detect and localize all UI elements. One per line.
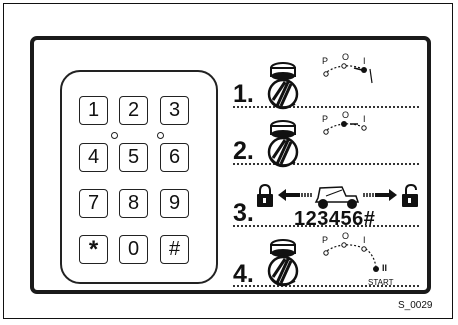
key-3[interactable]: 3 bbox=[160, 96, 189, 125]
lock-vehicle-diagram bbox=[257, 183, 418, 209]
svg-text:O: O bbox=[342, 110, 349, 120]
led-left-indicator bbox=[111, 132, 118, 139]
instruction-panel: 1 2 3 4 5 6 7 8 9 * 0 # 1. 2. 3. 4. P O … bbox=[30, 36, 431, 294]
step-4-number: 4. bbox=[233, 260, 254, 288]
led-right-indicator bbox=[157, 132, 164, 139]
unlock-code-text: 123456# bbox=[294, 208, 376, 230]
svg-text:I: I bbox=[363, 235, 366, 245]
ignition-key-icon bbox=[267, 62, 299, 110]
key-1[interactable]: 1 bbox=[79, 96, 108, 125]
key-0[interactable]: 0 bbox=[119, 235, 148, 264]
key-8[interactable]: 8 bbox=[119, 189, 148, 218]
svg-text:O: O bbox=[342, 231, 349, 241]
separator-4 bbox=[233, 285, 419, 287]
unlocked-padlock-icon bbox=[402, 183, 418, 207]
svg-text:P: P bbox=[322, 114, 328, 124]
step-3-number: 3. bbox=[233, 199, 254, 227]
key-6[interactable]: 6 bbox=[160, 143, 189, 172]
svg-text:START: START bbox=[368, 278, 394, 287]
utility-vehicle-icon bbox=[314, 186, 360, 209]
start-switch-dial-icon: P O I II START bbox=[322, 231, 394, 287]
key-7[interactable]: 7 bbox=[79, 189, 108, 218]
switch-position-dial-icon: P O I bbox=[322, 110, 367, 135]
svg-text:O: O bbox=[342, 52, 349, 62]
svg-text:P: P bbox=[322, 56, 328, 66]
ignition-key-icon bbox=[267, 120, 299, 168]
key-4[interactable]: 4 bbox=[79, 143, 108, 172]
svg-text:I: I bbox=[363, 56, 366, 66]
key-star[interactable]: * bbox=[79, 235, 108, 264]
image-code-label: S_0029 bbox=[398, 300, 433, 311]
svg-text:I: I bbox=[363, 114, 366, 124]
key-9[interactable]: 9 bbox=[160, 189, 189, 218]
key-2[interactable]: 2 bbox=[119, 96, 148, 125]
separator-2 bbox=[233, 163, 419, 165]
switch-position-dial-icon: P O I bbox=[322, 52, 373, 84]
arrow-left-icon bbox=[278, 189, 312, 201]
ignition-key-icon bbox=[267, 239, 299, 287]
keypad: 1 2 3 4 5 6 7 8 9 * 0 # bbox=[60, 70, 218, 284]
svg-text:P: P bbox=[322, 235, 328, 245]
step-2-number: 2. bbox=[233, 137, 254, 165]
svg-text:II: II bbox=[382, 263, 387, 273]
locked-padlock-icon bbox=[257, 183, 273, 207]
separator-3 bbox=[233, 225, 419, 227]
step-1-number: 1. bbox=[233, 80, 254, 108]
separator-1 bbox=[233, 106, 419, 108]
key-5[interactable]: 5 bbox=[119, 143, 148, 172]
key-hash[interactable]: # bbox=[160, 235, 189, 264]
arrow-right-icon bbox=[363, 189, 397, 201]
